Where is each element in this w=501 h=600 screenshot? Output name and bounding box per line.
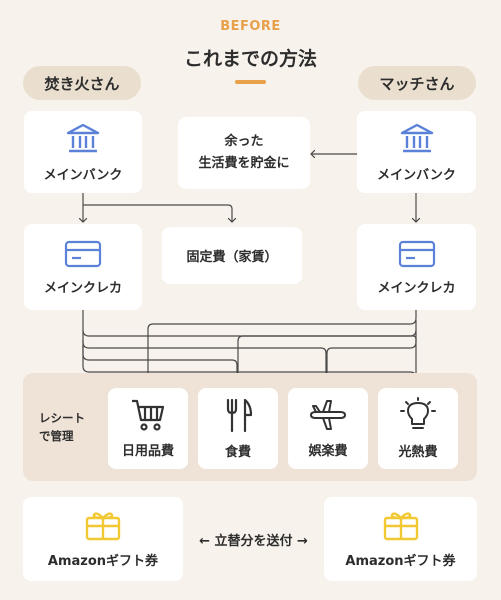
savings-line-2: 生活費を貯金に (198, 156, 290, 171)
receipt-management-label: レシート で管理 (39, 409, 85, 445)
gift-card-icon (85, 511, 121, 540)
category-label: 日用品費 (121, 444, 174, 459)
category-label: 光熱費 (398, 445, 438, 460)
cart-icon (132, 399, 165, 431)
right-gift-label: Amazonギフト券 (345, 553, 456, 569)
before-tag: BEFORE (220, 19, 281, 34)
person-right-label: マッチさん (358, 66, 476, 100)
savings-card: 余った 生活費を貯金に (178, 117, 310, 189)
bank-icon (400, 123, 433, 152)
bank-icon (66, 123, 100, 152)
category-daily-goods: 日用品費 (108, 388, 188, 469)
page-title: これまでの方法 (183, 48, 317, 70)
left-credit-label: メインクレカ (43, 280, 122, 296)
category-label: 娯楽費 (308, 444, 348, 459)
category-utilities: 光熱費 (378, 388, 458, 469)
right-credit-label: メインクレカ (377, 280, 456, 296)
transfer-label: ← 立替分を送付 → (199, 534, 308, 549)
left-amazon-gift-card: Amazonギフト券 (23, 497, 183, 581)
credit-card-icon (398, 240, 435, 267)
left-main-credit-card: メインクレカ (24, 224, 142, 310)
left-main-bank-card: メインバンク (24, 111, 142, 193)
gift-card-icon (383, 511, 418, 540)
title-underline (235, 80, 266, 84)
right-main-credit-card: メインクレカ (357, 224, 476, 310)
category-entertainment: 娯楽費 (288, 388, 368, 469)
person-left-label: 焚き火さん (23, 66, 141, 100)
fork-knife-icon (226, 398, 253, 433)
left-gift-label: Amazonギフト券 (47, 553, 159, 569)
category-food: 食費 (198, 388, 278, 469)
receipt-line-1: レシート (39, 411, 85, 425)
right-main-bank-card: メインバンク (357, 111, 476, 193)
lightbulb-icon (400, 397, 436, 429)
credit-card-icon (64, 240, 102, 267)
category-label: 食費 (224, 445, 251, 460)
receipt-line-2: で管理 (39, 429, 74, 443)
fixed-cost-label: 固定費（家賃） (186, 250, 278, 265)
airplane-icon (310, 400, 346, 430)
right-bank-label: メインバンク (377, 167, 456, 183)
right-amazon-gift-card: Amazonギフト券 (324, 497, 477, 581)
savings-line-1: 余った (224, 134, 264, 149)
left-bank-label: メインバンク (43, 167, 123, 183)
fixed-cost-card: 固定費（家賃） (162, 227, 302, 284)
